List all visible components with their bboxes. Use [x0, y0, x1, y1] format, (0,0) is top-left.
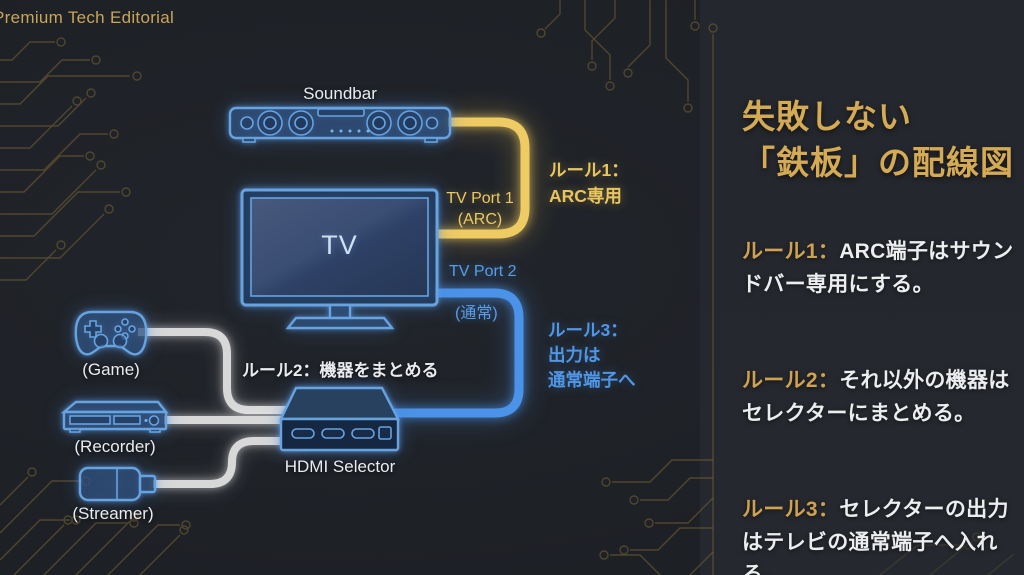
panel-title-line2: 「鉄板」の配線図: [742, 144, 1014, 182]
recorder-label: (Recorder): [74, 437, 156, 456]
rule-1-label: ルール1：: [742, 240, 840, 263]
tv-port2-label: TV Port 2: [449, 263, 517, 280]
game-label: (Game): [82, 360, 140, 379]
circuit-pattern-bottom-right: [879, 532, 1015, 575]
circuit-pattern-top: [536, 0, 718, 575]
panel-rule-2: ルール2：それ以外の機器はセレクターにまとめる。: [742, 365, 1020, 430]
rule-2-label: ルール2：: [742, 369, 840, 393]
brand-text: Premium Tech Editorial: [0, 8, 175, 27]
soundbar-label: Soundbar: [303, 84, 377, 103]
rule-2-text-line1: それ以外の機器は: [839, 369, 1010, 393]
tv-port1-line1: TV Port 1: [446, 190, 514, 207]
circuit-pattern-bottom-left: [0, 467, 191, 575]
hdmi-selector-icon: [279, 386, 400, 452]
game-controller-icon: [74, 310, 148, 356]
right-panel: [700, 0, 1024, 575]
hdmi-selector-label: HDMI Selector: [284, 457, 396, 476]
panel-title-line1: 失敗しない: [742, 98, 912, 135]
arc-cable: [437, 117, 530, 239]
panel-title: 失敗しない「鉄板」の配線図: [742, 94, 1022, 186]
rule-1-text-line2: ドバー専用にする。: [742, 272, 934, 296]
circuit-pattern-left: [0, 37, 142, 281]
rule3-callout: ルール3： 出力は通常端子へ: [548, 318, 636, 393]
selector-output-cable: [390, 288, 524, 418]
streamer-cable: [153, 437, 300, 488]
tv-screen-label: TV: [321, 230, 358, 260]
recorder-icon: [60, 400, 169, 433]
rule-2-text-line2: セレクターにまとめる。: [742, 401, 976, 425]
tv-icon: [240, 188, 439, 330]
rule-3-label: ルール3：: [742, 498, 840, 522]
panel-rules: ルール1：ARC端子はサウンドバー専用にする。 ルール2：それ以外の機器はセレク…: [742, 218, 1020, 575]
rule2-callout: ルール2：機器をまとめる: [242, 361, 439, 380]
rule-3-text-line2: はテレビの通常端子へ入れ: [742, 530, 998, 554]
rule-1-text-line1: ARC端子はサウン: [839, 240, 1014, 263]
tv-port2-sub-label: (通常): [455, 305, 498, 322]
rule1-callout-line1: ルール1：: [549, 160, 629, 180]
soundbar-icon: [228, 106, 452, 143]
rule3-callout-line1: ルール3：: [548, 320, 628, 340]
rule1-callout-line2: ARC専用: [549, 186, 622, 207]
rule1-callout: ルール1： ARC専用: [549, 157, 629, 210]
streamer-icon: [78, 466, 157, 502]
game-cable: [138, 328, 300, 414]
tv-port1-label: TV Port 1 (ARC): [437, 189, 523, 231]
tv-port1-line2: (ARC): [457, 210, 503, 228]
rule3-callout-line3: 通常端子へ: [548, 369, 636, 390]
rule3-callout-line2: 出力は: [548, 344, 601, 365]
circuit-pattern-bottom-center: [599, 459, 714, 575]
panel-rule-3: ルール3：セレクターの出力はテレビの通常端子へ入れる。: [742, 494, 1020, 575]
rule-3-text-line1: セレクターの出力: [839, 498, 1009, 522]
rule-3-text-line3: る。: [742, 563, 785, 575]
panel-rule-1: ルール1：ARC端子はサウンドバー専用にする。: [742, 236, 1020, 301]
streamer-label: (Streamer): [72, 504, 154, 523]
